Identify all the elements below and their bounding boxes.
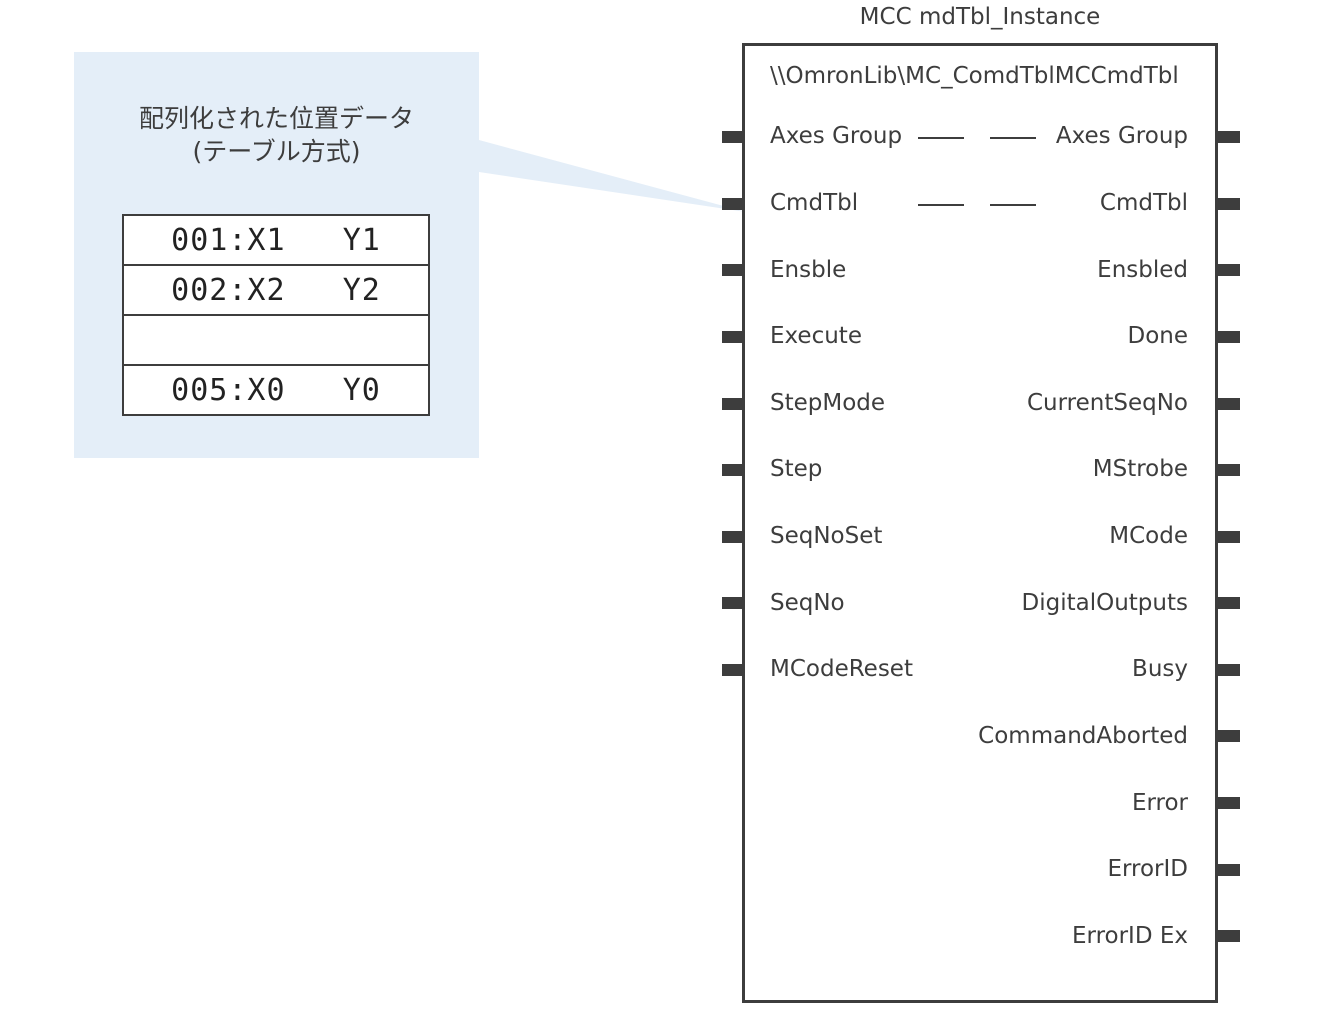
output-label: MStrobe [1092, 456, 1188, 482]
output-label: Done [1127, 323, 1188, 349]
pin-in [722, 664, 744, 676]
pin-out [1218, 730, 1240, 742]
pin-in-axes-group [722, 131, 744, 143]
inout-connector-left [918, 137, 964, 139]
input-label: StepMode [770, 390, 886, 416]
pin-out [1218, 531, 1240, 543]
output-label: ErrorID [1107, 856, 1188, 882]
callout-title-line1: 配列化された位置データ [138, 104, 414, 133]
table-cell: 001:X1 Y1 [122, 214, 430, 266]
input-label: SeqNo [770, 590, 845, 616]
pin-out [1218, 864, 1240, 876]
inout-connector-left [918, 204, 964, 206]
pin-in [722, 597, 744, 609]
inout-connector-right [990, 137, 1036, 139]
input-label: Execute [770, 323, 862, 349]
input-label: Ensble [770, 257, 847, 283]
pin-out [1218, 597, 1240, 609]
input-label: MCodeReset [770, 656, 913, 682]
pin-in [722, 464, 744, 476]
table-row: 002:X2 Y2 [122, 264, 430, 316]
pin-out [1218, 264, 1240, 276]
input-label: SeqNoSet [770, 523, 883, 549]
pin-out [1218, 797, 1240, 809]
position-data-table: 001:X1 Y1 002:X2 Y2 005:X0 Y0 [122, 214, 430, 416]
output-label: Error [1131, 790, 1188, 816]
callout-title-line2: (テーブル方式) [192, 137, 361, 166]
function-block [742, 43, 1218, 1003]
output-label: MCode [1109, 523, 1188, 549]
pin-out [1218, 398, 1240, 410]
table-row: 001:X1 Y1 [122, 214, 430, 266]
table-cell: 005:X0 Y0 [122, 364, 430, 416]
output-label: DigitalOutputs [1021, 590, 1188, 616]
inout-out-label: CmdTbl [1099, 190, 1188, 216]
table-row: 005:X0 Y0 [122, 364, 430, 416]
inout-out-label: Axes Group [1055, 123, 1188, 149]
table-cell: 002:X2 Y2 [122, 264, 430, 316]
table-cell [122, 314, 430, 366]
pin-out-axes-group [1218, 131, 1240, 143]
library-path: \\OmronLib\MC_ComdTblMCCmdTbl [770, 63, 1179, 89]
pin-in-cmdtbl [722, 198, 744, 210]
pin-out [1218, 331, 1240, 343]
pin-in [722, 264, 744, 276]
output-label: CommandAborted [978, 723, 1188, 749]
instance-name: MCC mdTbl_Instance [859, 4, 1101, 30]
output-label: CurrentSeqNo [1026, 390, 1188, 416]
input-label: Step [770, 456, 823, 482]
inout-in-label: Axes Group [770, 123, 903, 149]
table-row [122, 314, 430, 366]
pin-out [1218, 930, 1240, 942]
pin-out [1218, 664, 1240, 676]
pin-in [722, 531, 744, 543]
inout-in-label: CmdTbl [770, 190, 859, 216]
pin-out [1218, 464, 1240, 476]
pin-in [722, 398, 744, 410]
output-label: Ensbled [1097, 257, 1188, 283]
output-label: Busy [1132, 656, 1188, 682]
pin-in [722, 331, 744, 343]
inout-connector-right [990, 204, 1036, 206]
output-label: ErrorID Ex [1071, 923, 1188, 949]
pin-out-cmdtbl [1218, 198, 1240, 210]
